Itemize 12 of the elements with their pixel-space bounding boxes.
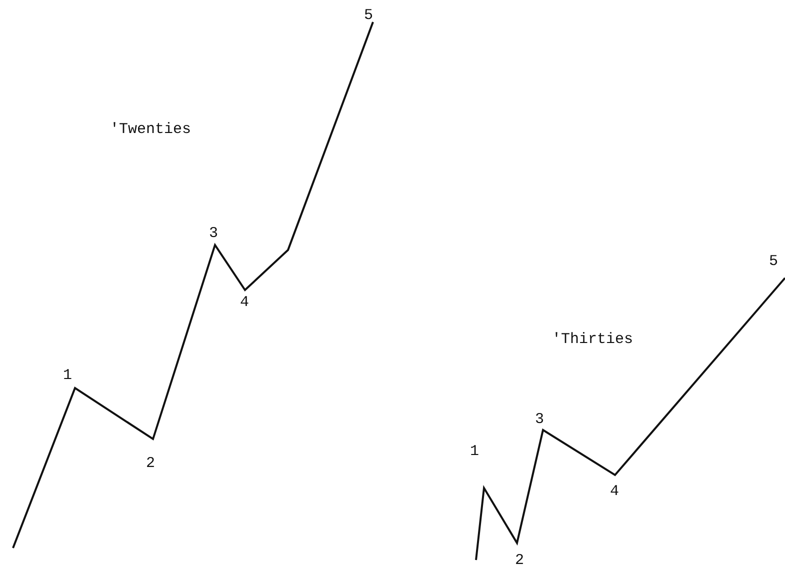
wave-number: 4	[610, 484, 620, 499]
wave-number: 2	[146, 456, 156, 471]
wave-number: 3	[209, 226, 218, 241]
wave-number: 1	[470, 444, 480, 459]
wave-number: 2	[515, 553, 524, 568]
period-label: 'Twenties	[110, 122, 192, 137]
wave-number: 5	[769, 254, 778, 269]
wave-number: 5	[364, 8, 374, 23]
wave-number: 4	[240, 295, 250, 310]
wave-number: 3	[535, 412, 544, 427]
wave-number: 1	[63, 368, 72, 383]
period-label: 'Thirties	[552, 332, 634, 347]
